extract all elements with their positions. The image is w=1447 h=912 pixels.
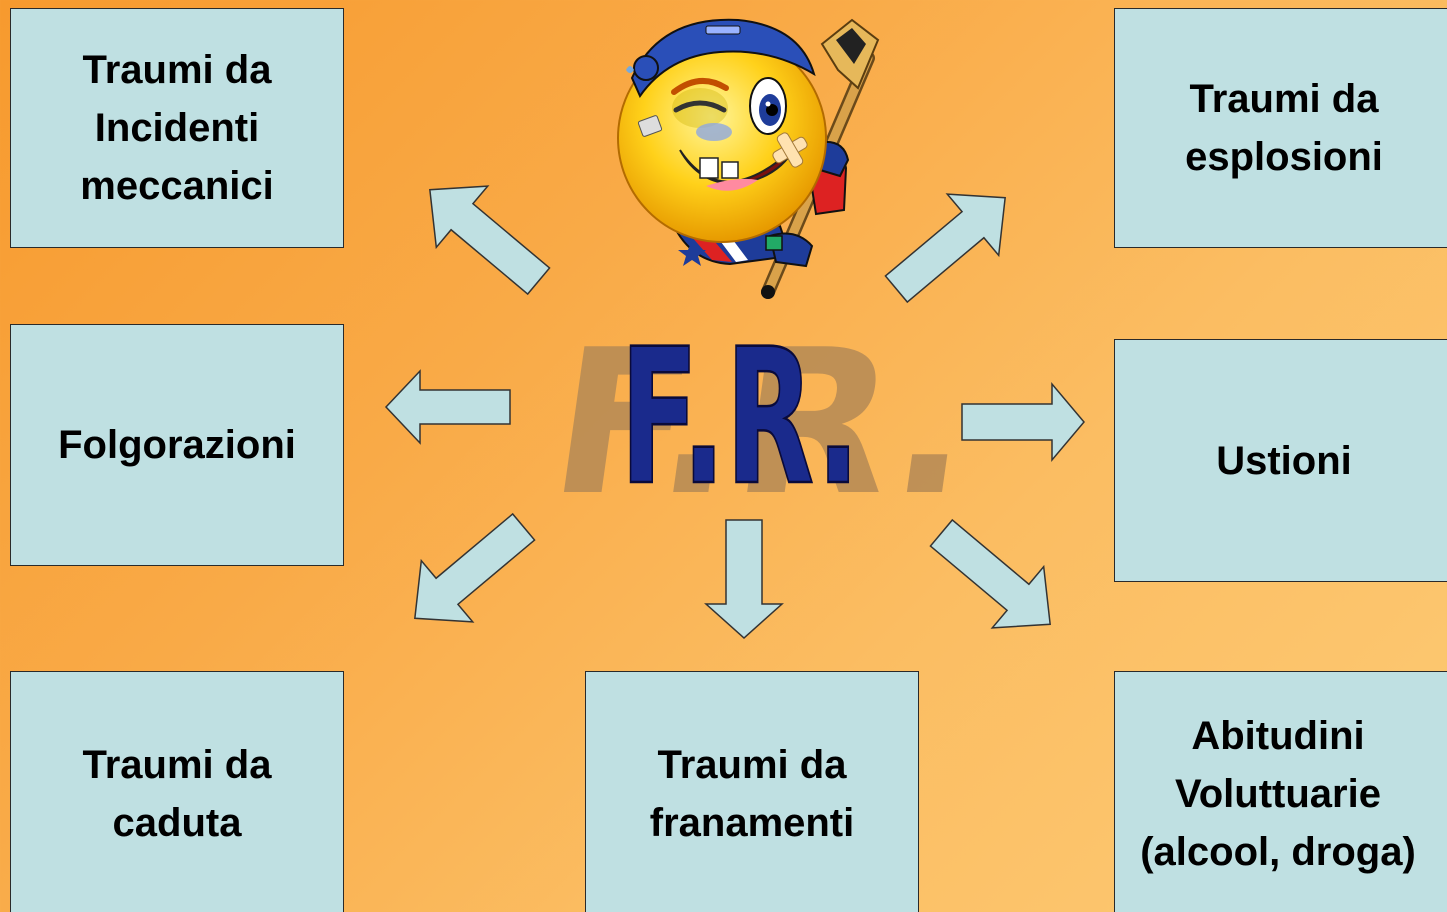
box-line: Traumi da bbox=[82, 48, 272, 92]
box-line: Folgorazioni bbox=[58, 423, 296, 467]
box-text: Folgorazioni bbox=[58, 416, 296, 474]
arrow-to-traumi-incidenti-meccanici bbox=[429, 185, 551, 296]
box-text: Abitudini Voluttuarie (alcool, droga) bbox=[1140, 707, 1416, 881]
arrow-to-folgorazioni bbox=[384, 369, 511, 445]
box-line: Voluttuarie bbox=[1175, 771, 1381, 816]
box-traumi-caduta: Traumi da caduta bbox=[10, 671, 344, 912]
box-line: Traumi da bbox=[82, 742, 272, 787]
box-ustioni: Ustioni bbox=[1114, 339, 1447, 582]
box-folgorazioni: Folgorazioni bbox=[10, 324, 344, 566]
arrow-to-traumi-esplosioni bbox=[884, 193, 1006, 304]
box-text: Traumi da esplosioni bbox=[1185, 70, 1383, 186]
box-line: (alcool, droga) bbox=[1140, 829, 1416, 874]
arrow-to-abitudini-voluttuarie bbox=[929, 518, 1051, 629]
box-line: Traumi da bbox=[657, 742, 847, 787]
box-text: Traumi da Incidenti meccanici bbox=[80, 41, 273, 215]
center-title-shadow: F.R. bbox=[539, 307, 989, 540]
box-text: Ustioni bbox=[1216, 432, 1352, 490]
arrow-to-traumi-franamenti bbox=[704, 519, 784, 640]
box-line: Traumi da bbox=[1189, 77, 1379, 121]
box-line: caduta bbox=[112, 800, 242, 845]
box-line: meccanici bbox=[80, 164, 274, 208]
arrow-to-ustioni bbox=[961, 381, 1085, 463]
box-traumi-incidenti-meccanici: Traumi da Incidenti meccanici bbox=[10, 8, 344, 248]
box-text: Traumi da caduta bbox=[83, 736, 272, 852]
box-line: Incidenti bbox=[94, 106, 260, 150]
box-abitudini-voluttuarie: Abitudini Voluttuarie (alcool, droga) bbox=[1114, 671, 1447, 912]
box-traumi-esplosioni: Traumi da esplosioni bbox=[1114, 8, 1447, 248]
box-line: esplosioni bbox=[1185, 135, 1383, 179]
box-traumi-franamenti: Traumi da franamenti bbox=[585, 671, 919, 912]
box-text: Traumi da franamenti bbox=[650, 736, 855, 852]
box-line: franamenti bbox=[649, 800, 855, 845]
box-line: Abitudini bbox=[1191, 713, 1365, 758]
center-title: F.R. bbox=[620, 309, 860, 527]
box-line: Ustioni bbox=[1216, 438, 1352, 483]
arrow-to-traumi-caduta bbox=[414, 512, 536, 623]
